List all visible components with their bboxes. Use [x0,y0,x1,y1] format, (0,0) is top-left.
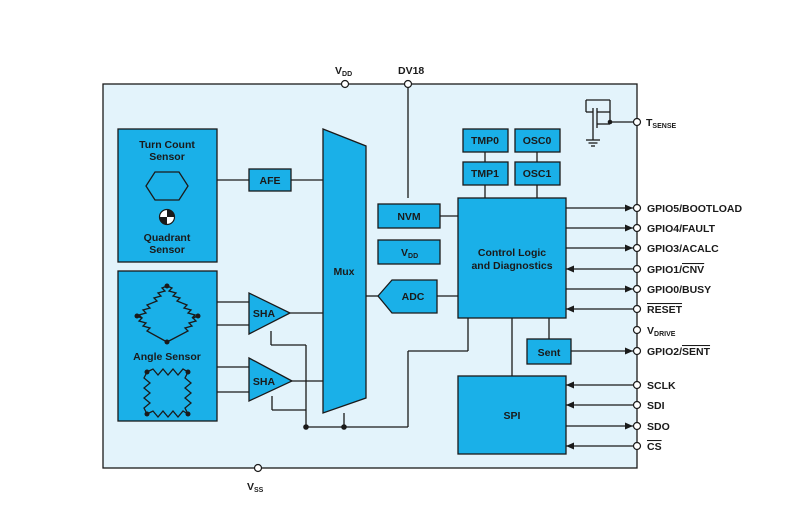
gpio5-pin [632,203,642,213]
control-logic-block [457,197,567,319]
vss-label: VSS [247,481,264,494]
tsense-label: TSENSE [646,117,676,130]
sent-label: Sent [538,347,561,359]
quadrant-sensor-icon [158,208,176,226]
tsense-transistor-icon [585,99,637,147]
hexagon-icon [145,171,189,201]
gpio0-label: GPIO0/BUSY [647,284,711,296]
gpio4-pin [632,223,642,233]
nvm-block [377,203,441,229]
vdd-regulator-block [377,239,441,265]
sha-top-amplifier [248,291,292,336]
vdrive-pin [632,325,642,335]
reset-label: RESET [647,304,683,316]
vdd-label: VDD [335,65,352,78]
gpio5-label: GPIO5/BOOTLOAD [647,203,743,215]
osc0-label: OSC0 [523,135,552,147]
sha-top-label: SHA [253,308,276,320]
dv18-label: DV18 [398,65,424,77]
control-logic-label-1: Control Logic [478,247,546,259]
gpio2-label: GPIO2/SENT [647,346,711,358]
vss-pin [253,463,263,473]
spi-block [457,375,567,455]
angle-sensor-label: Angle Sensor [133,351,201,363]
afe-label: AFE [260,175,281,187]
tmp0-label: TMP0 [471,135,499,147]
quadrant-label-1: Quadrant [144,232,191,244]
gpio1-label: GPIO1/CNV [647,264,704,276]
gpio4-label: GPIO4/FAULT [647,223,716,235]
sdo-pin [632,421,642,431]
dv18-pin [403,79,413,89]
gpio1-pin [632,264,642,274]
nvm-label: NVM [397,211,421,223]
control-logic-label-2: and Diagnostics [471,260,552,272]
quadrant-label-2: Sensor [149,244,185,256]
vdrive-label: VDRIVE [647,325,676,338]
sclk-label: SCLK [647,380,676,392]
vdd-pin [340,79,350,89]
angle-sensor-block [117,270,218,422]
sclk-pin [632,380,642,390]
sha-bottom-label: SHA [253,376,276,388]
wheatstone-bridge-icon [134,283,201,345]
cs-pin [632,441,642,451]
sdo-label: SDO [647,421,670,433]
spi-label: SPI [504,410,521,422]
sdi-pin [632,400,642,410]
gpio3-pin [632,243,642,253]
cs-label: CS [647,441,662,453]
gpio2-pin [632,346,642,356]
vdd-regulator-label: VDD [401,247,418,260]
tmp1-label: TMP1 [471,168,499,180]
mux-label: Mux [334,266,355,278]
tsense-pin [632,117,642,127]
adc-label: ADC [402,291,425,303]
resistor-square-icon [142,367,193,419]
sdi-label: SDI [647,400,665,412]
turn-count-label-2: Sensor [149,151,185,163]
mux-block [322,128,367,414]
sha-bottom-amplifier [248,356,294,403]
gpio0-pin [632,284,642,294]
reset-pin [632,304,642,314]
turn-count-label-1: Turn Count [139,139,195,151]
osc1-label: OSC1 [523,168,552,180]
gpio3-label: GPIO3/ACALC [647,243,719,255]
